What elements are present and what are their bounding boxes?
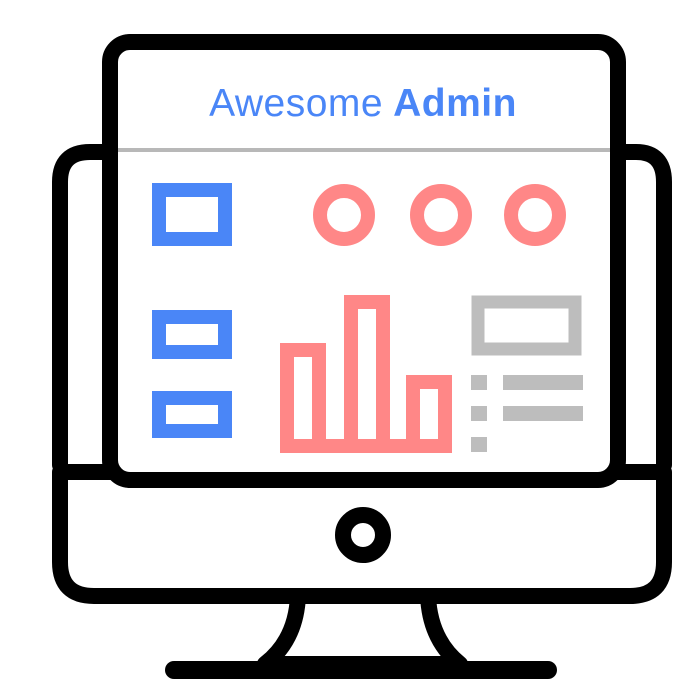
content-card-icon — [471, 295, 582, 356]
circle-ring-icon — [410, 184, 472, 246]
window-box-icon — [152, 183, 232, 246]
list-icon — [471, 375, 583, 452]
app-title: Awesome Admin — [118, 76, 608, 132]
circle-ring-icon — [504, 184, 566, 246]
list-line — [503, 375, 583, 390]
monitor-back-panel — [52, 144, 118, 473]
app-title-light: Awesome — [209, 82, 384, 125]
window-box-icon — [152, 391, 232, 438]
bar-chart-icon — [280, 295, 452, 453]
list-line — [503, 406, 583, 421]
monitor-stand-neck — [257, 595, 468, 672]
list-bullet — [471, 437, 487, 452]
app-title-bold: Admin — [393, 82, 517, 125]
window-box-icon — [152, 310, 232, 359]
monitor-back-panel-right — [610, 144, 672, 473]
monitor-chin — [52, 464, 672, 604]
circle-ring-icon — [313, 184, 375, 246]
list-bullet — [471, 375, 487, 390]
power-button-icon — [335, 507, 391, 563]
list-bullet — [471, 406, 487, 421]
